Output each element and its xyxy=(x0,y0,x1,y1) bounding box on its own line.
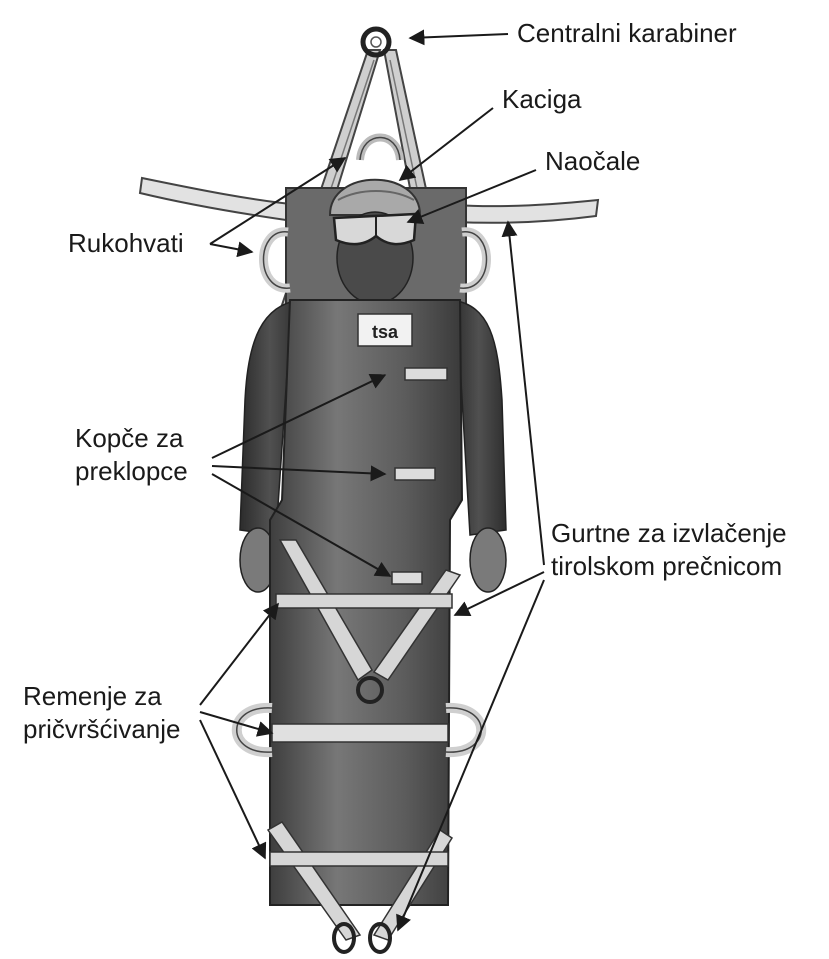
label-handles: Rukohvati xyxy=(68,228,184,258)
label-fastening-line2: pričvršćivanje xyxy=(23,714,181,744)
helmet xyxy=(330,180,420,215)
waist-strap xyxy=(272,724,448,742)
logo-patch: tsa xyxy=(358,314,412,346)
arrow-handles-side xyxy=(210,244,252,252)
arrow-central-carabiner xyxy=(410,34,508,38)
label-buckles-line2: preklopce xyxy=(75,456,188,486)
arrow-extraction-top xyxy=(508,222,544,565)
label-goggles: Naočale xyxy=(545,146,640,176)
stretcher-illustration: tsa xyxy=(140,29,598,952)
label-central-carabiner: Centralni karabiner xyxy=(517,18,737,48)
label-extraction-line1: Gurtne za izvlačenje xyxy=(551,518,787,548)
right-hand xyxy=(470,528,506,592)
label-fastening-line1: Remenje za xyxy=(23,681,162,711)
logo-text: tsa xyxy=(372,322,399,342)
label-helmet: Kaciga xyxy=(502,84,582,114)
arrow-fastening-bottom xyxy=(200,720,265,858)
label-buckles-line1: Kopče za xyxy=(75,423,184,453)
label-extraction-line2: tirolskom prečnicom xyxy=(551,551,782,581)
arrow-fastening-top xyxy=(200,604,278,705)
